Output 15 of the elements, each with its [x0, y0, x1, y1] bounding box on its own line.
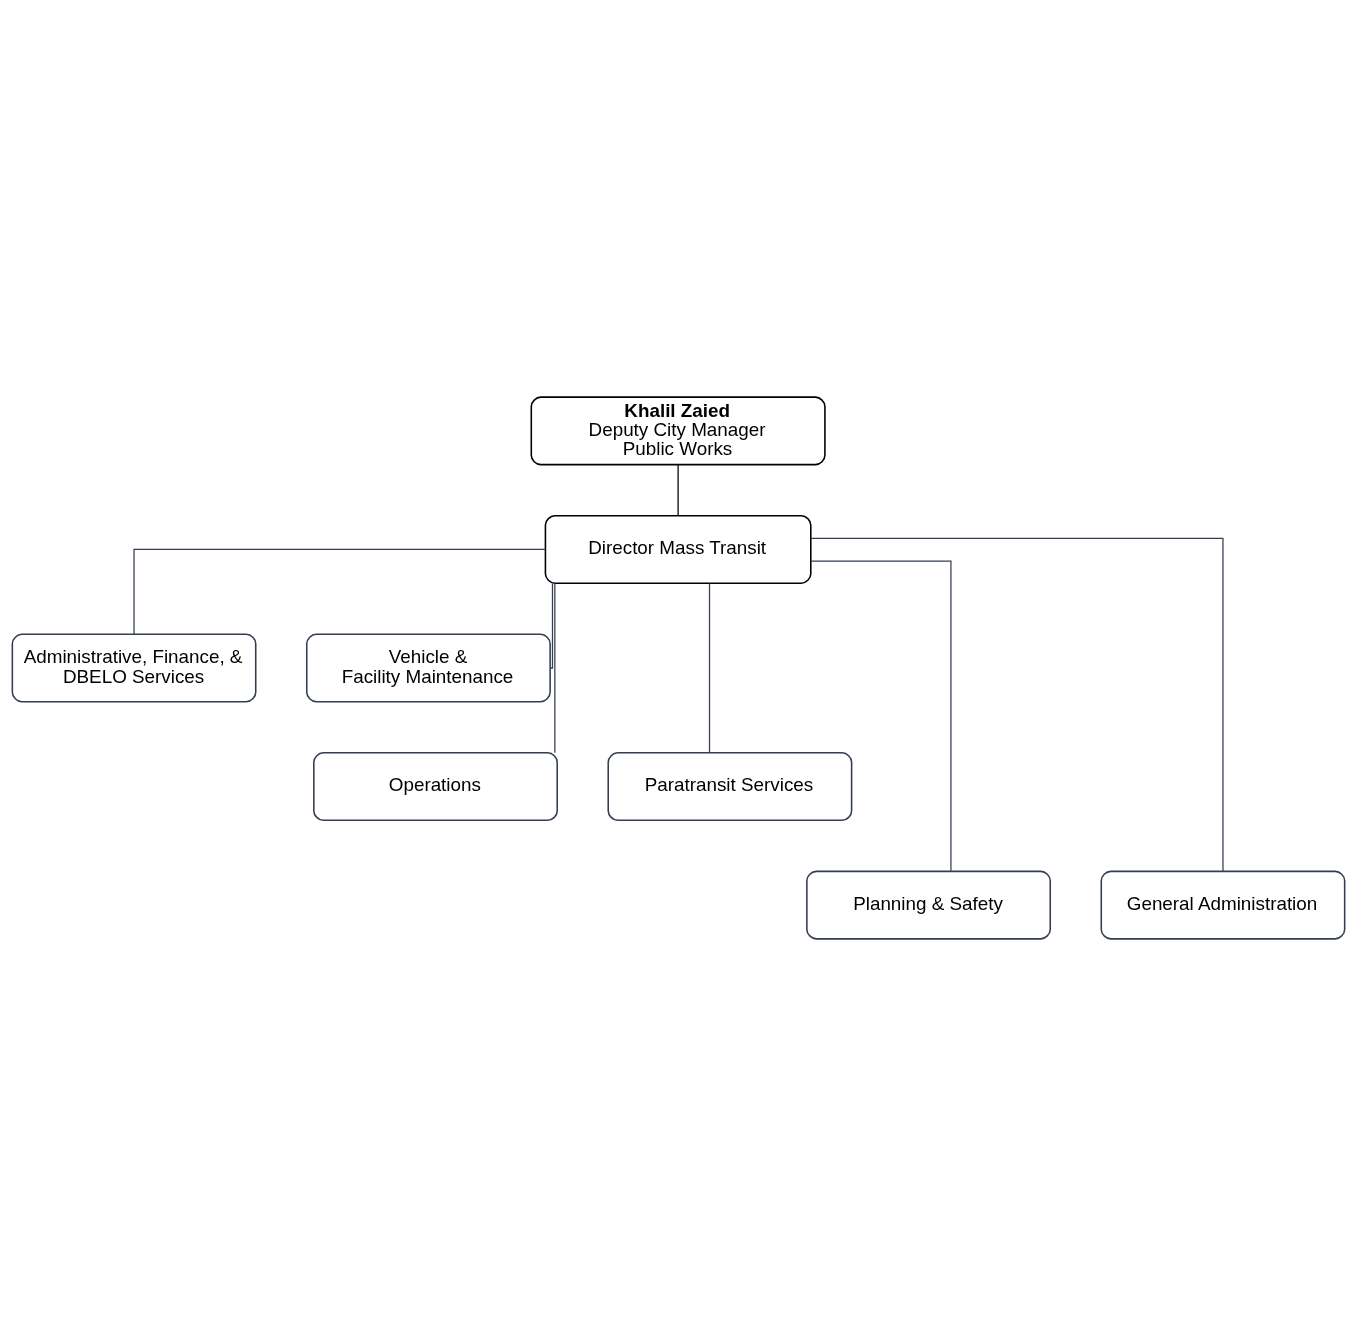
node-box: Paratransit Services [607, 752, 853, 822]
node-box: Administrative, Finance, & DBELO Services [11, 633, 257, 703]
node-box: Director Mass Transit [544, 514, 812, 584]
node-box: Khalil Zaied Deputy City Manager Public Works [530, 396, 826, 466]
connector [554, 582, 556, 754]
node-box: Planning & Safety [806, 870, 1052, 940]
connector [677, 464, 679, 517]
connector [708, 582, 711, 754]
connector [549, 582, 554, 669]
connector [133, 548, 546, 635]
connector [810, 537, 1224, 872]
node-box: General Administration [1100, 870, 1346, 940]
node-box: Operations [313, 752, 558, 822]
connector [810, 560, 952, 872]
node-box: Vehicle & Facility Maintenance [305, 633, 551, 703]
